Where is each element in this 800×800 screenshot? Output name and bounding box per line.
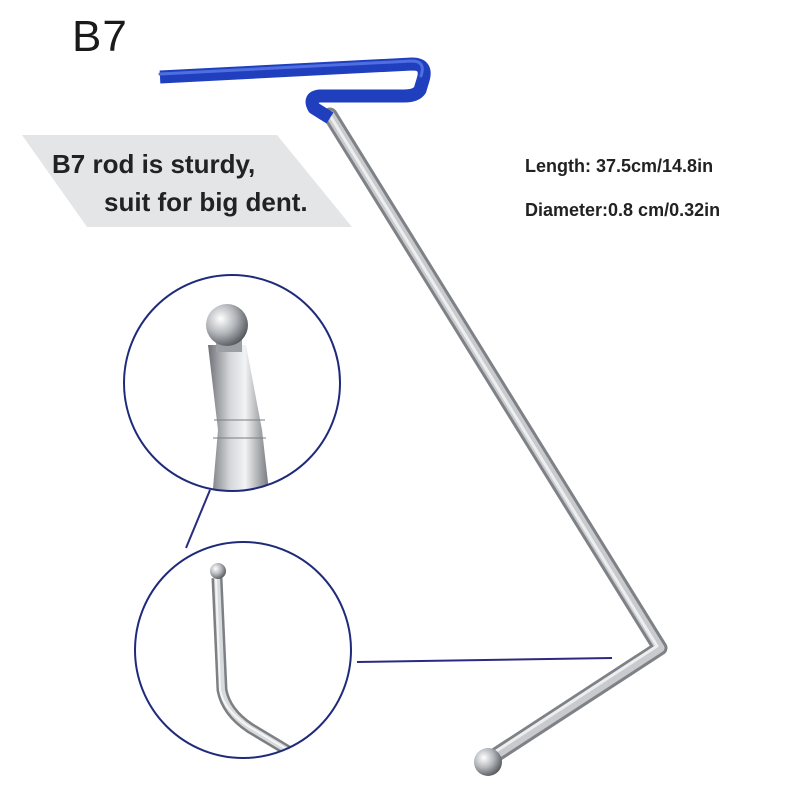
banner-line-1: B7 rod is sturdy, bbox=[52, 149, 256, 179]
tip-detail-circle-bottom bbox=[134, 541, 352, 759]
feature-banner: B7 rod is sturdy, suit for big dent. bbox=[22, 135, 352, 227]
tip-detail-circle-top bbox=[123, 274, 341, 492]
rod-ball-tip bbox=[474, 748, 502, 776]
callout-line-top bbox=[185, 489, 211, 549]
model-title: B7 bbox=[72, 12, 128, 61]
banner-line-2: suit for big dent. bbox=[104, 187, 308, 217]
spec-diameter: Diameter:0.8 cm/0.32in bbox=[525, 200, 721, 220]
spec-length: Length: 37.5cm/14.8in bbox=[525, 156, 714, 176]
rod bbox=[322, 107, 668, 776]
banner-background bbox=[22, 135, 352, 227]
callout-line-bottom bbox=[356, 657, 613, 663]
